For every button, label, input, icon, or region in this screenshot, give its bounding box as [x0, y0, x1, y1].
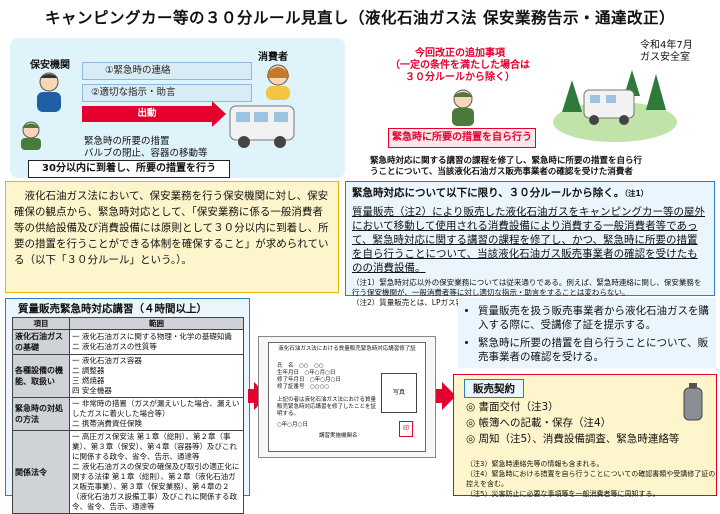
step-present-certificate: 質量販売を扱う販売事業者から液化石油ガスを購入する際に、受講修了証を提示する。	[478, 304, 716, 332]
campsite-icon	[553, 70, 677, 142]
contract-heading: 販売契約	[464, 379, 524, 398]
self-measure-badge: 緊急時に所要の措置を自ら行う	[388, 128, 536, 148]
gas-cylinder-icon	[683, 383, 703, 421]
date-line: 令和4年7月	[640, 40, 693, 51]
sales-contract-panel: 販売契約 ◎ 書面交付（注3） ◎ 帳簿への記載・保存（注4） ◎ 周知（注5）…	[453, 374, 717, 498]
office-line: ガス安全室	[640, 52, 690, 63]
revision-note: 今回改正の追加事項 （一定の条件を満たした場合は ３０分ルールから除く）	[390, 48, 530, 83]
table-row: 液化石油ガスの基礎 一 液化石油ガスに関する物理・化学の基礎知識 二 液化石油ガ…	[12, 329, 244, 355]
step-get-confirmation: 緊急時に所要の措置を自ら行うことについて、販売事業者の確認を受ける。	[478, 336, 716, 364]
exemption-lead: 緊急時対応について以下に限り、３０分ルールから除く。（注1）	[352, 187, 649, 199]
camper-van-icon	[229, 105, 295, 148]
page-title: キャンピングカー等の３０分ルール見直し（液化石油ガス法 保安業務告示・通達改正）	[45, 9, 675, 27]
table-row: 緊急時の対処の方法 一 非常時の措置（ガスが漏えいした場合、漏えいしたガスに着火…	[12, 397, 244, 431]
consumer-label: 消費者	[258, 52, 288, 63]
course-table: 項目 範囲 液化石油ガスの基礎 一 液化石油ガスに関する物理・化学の基礎知識 二…	[12, 317, 244, 514]
course-panel: 質量販売緊急時対応講習（４時間以上） 項目 範囲 液化石油ガスの基礎 一 液化石…	[5, 298, 250, 514]
thirty-minute-rule-explanation: 液化石油ガス法において、保安業務を行う保安機関に対し、保安確保の観点から、緊急時…	[5, 181, 339, 293]
contract-items: ◎ 書面交付（注3） ◎ 帳簿への記載・保存（注4） ◎ 周知（注5）、消費設備…	[466, 401, 680, 445]
col-scope: 範囲	[69, 317, 244, 330]
agency-label: 保安機関	[30, 60, 70, 71]
consumer-person-icon	[266, 64, 290, 100]
exemption-note-1: （注1）緊急時対応以外の保安業務については従来通りである。例えば、緊急時連絡に関…	[352, 278, 702, 297]
arrow-right-icon	[436, 382, 456, 410]
dispatch-arrow: 出動	[82, 106, 212, 122]
exemption-conditions: 緊急時対応について以下に限り、３０分ルールから除く。（注1） 質量販売（注2）に…	[345, 181, 715, 307]
eligible-consumer-caption: 緊急時対応に関する講習の課程を修了し、緊急時に所要の措置を自ら行 うことについて…	[370, 156, 643, 177]
consumer-worker-icon	[452, 89, 474, 126]
certificate-frame: 液化石油ガス法における質量販売緊急時対応講習修了証 氏 名 ○○ ○○ 生年月日…	[258, 336, 436, 458]
measures-text: 緊急時の所要の措置 バルブの閉止、容器の移動等	[84, 136, 208, 159]
consumer-steps: 質量販売を扱う販売事業者から液化石油ガスを購入する際に、受講修了証を提示する。 …	[458, 298, 716, 368]
seal-stamp: 印	[399, 421, 413, 437]
exemption-body: 質量販売（注2）により販売した液化石油ガスをキャンピングカー等の屋外において移動…	[352, 206, 705, 274]
agency-person-icon	[37, 72, 61, 112]
emergency-contact-arrow: ①緊急時の連絡	[82, 62, 252, 80]
table-row: 各種設備の機能、取扱い 一 液化石油ガス容器 二 調整器 三 燃焼器 四 安全機…	[12, 354, 244, 398]
date-block: 令和4年7月 ガス安全室	[640, 40, 693, 64]
photo-placeholder: 写真	[381, 373, 417, 413]
course-title: 質量販売緊急時対応講習（４時間以上）	[18, 303, 207, 315]
worker-icon	[21, 121, 41, 150]
completion-certificate: 液化石油ガス法における質量販売緊急時対応講習修了証 氏 名 ○○ ○○ 生年月日…	[268, 342, 426, 452]
thirty-minute-rule-box: 30分以内に到着し、所要の措置を行う	[28, 160, 230, 178]
col-item: 項目	[12, 317, 70, 330]
advice-arrow: ②適切な指示・助言	[82, 84, 252, 102]
dispatch-arrowhead	[212, 101, 226, 127]
contract-footnotes: （注3）緊急時連絡先等の情報も含まれる。 （注4）緊急時における措置を自ら行うこ…	[466, 460, 716, 498]
table-row: 関係法令 一 高圧ガス保安法 第１章（総則）、第２章（事業）、第３章（保安）、第…	[12, 430, 244, 514]
